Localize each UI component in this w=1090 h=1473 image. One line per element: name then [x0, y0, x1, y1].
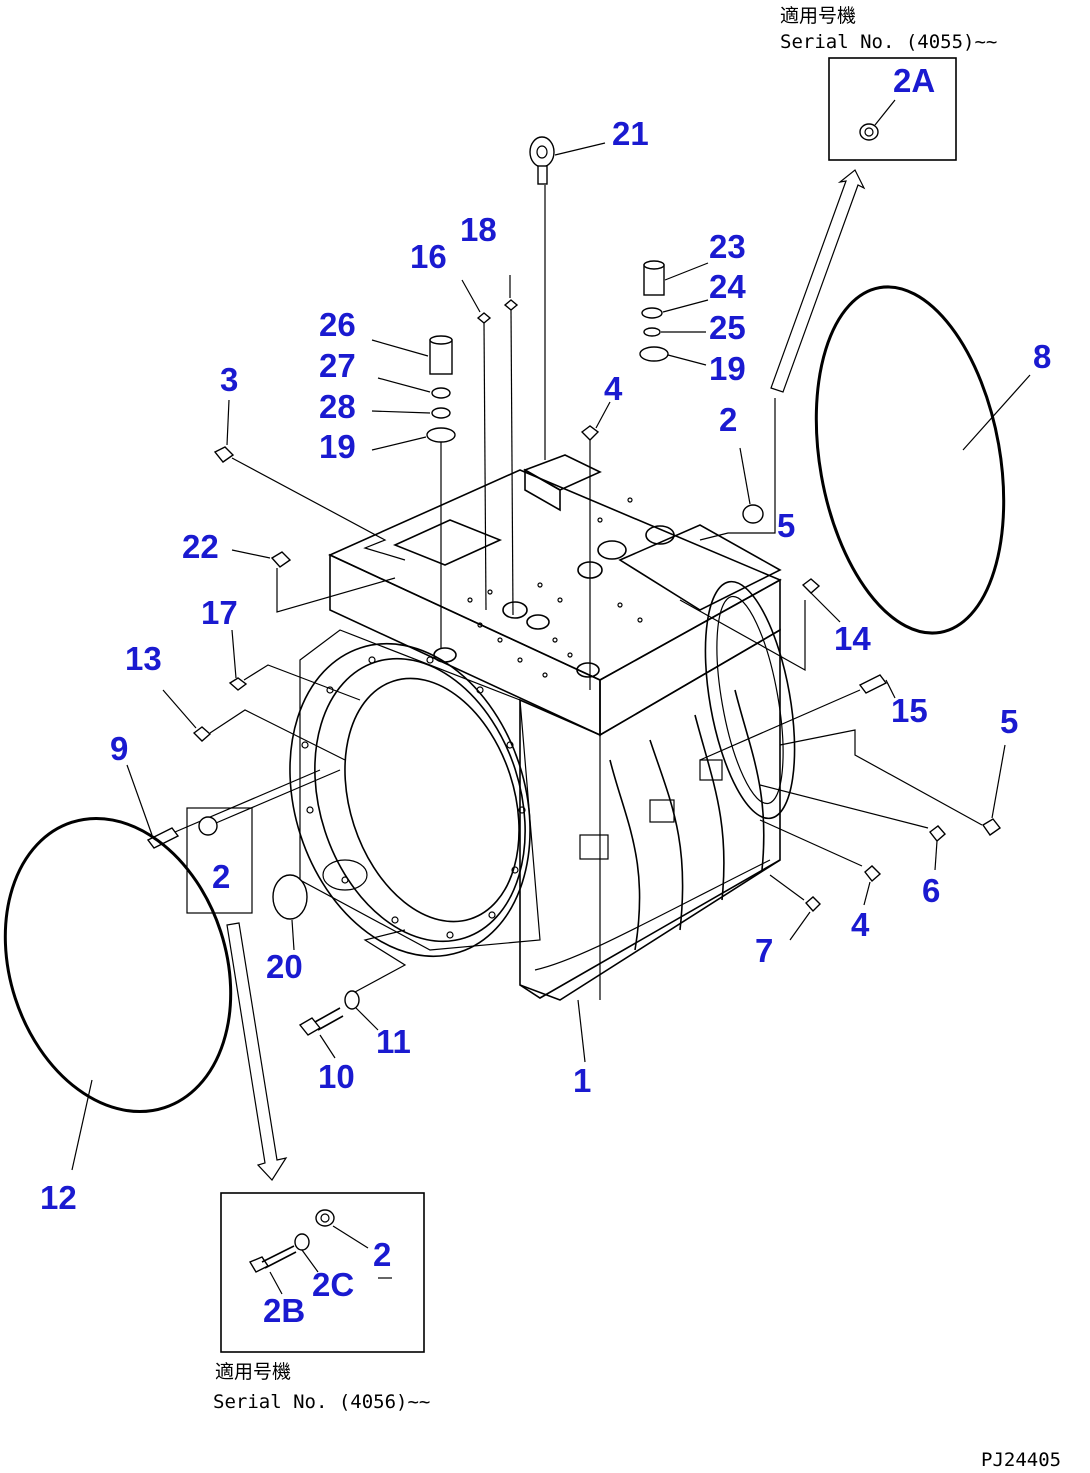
- callout-20: 20: [266, 948, 303, 985]
- callout-1: 1: [573, 1062, 591, 1099]
- oring-25-icon: [643, 327, 661, 337]
- plug-16-icon: [476, 312, 492, 324]
- washer-2C-icon: [294, 1233, 310, 1251]
- callout-25: 25: [709, 309, 746, 346]
- plug-22-icon: [270, 551, 292, 568]
- oring-28-icon: [431, 407, 451, 419]
- callout-26: 26: [319, 306, 356, 343]
- callout-27: 27: [319, 347, 356, 384]
- inset-bottom-serial: Serial No. (4056)~~: [213, 1391, 430, 1413]
- callout-22: 22: [182, 528, 219, 565]
- plug-13-icon: [192, 726, 212, 742]
- plug-4-lower-icon: [864, 865, 882, 883]
- callout-13: 13: [125, 640, 162, 677]
- front-flange-bore: [344, 677, 520, 923]
- callout-11: 11: [376, 1023, 411, 1060]
- callout-5-upper: 5: [777, 507, 795, 544]
- oring-19-left-icon: [426, 427, 456, 443]
- callout-7: 7: [755, 932, 773, 969]
- oring-12-icon: [3, 816, 233, 1114]
- callout-21: 21: [612, 115, 649, 152]
- bolt-10-icon: [298, 1007, 344, 1036]
- pin-9-icon: [146, 827, 180, 849]
- bolt-2B-icon: [248, 1245, 297, 1273]
- callout-17: 17: [201, 594, 238, 631]
- flange-bolt-holes: [301, 656, 526, 939]
- front-flange-outer: [289, 642, 531, 958]
- inset-top: 適用号機 Serial No. (4055)~~ 2A: [780, 5, 997, 161]
- deck-holes: [467, 497, 643, 678]
- callout-14: 14: [834, 620, 871, 657]
- arrow-to-top-inset: [770, 169, 866, 393]
- callout-10: 10: [318, 1058, 355, 1095]
- callout-23: 23: [709, 228, 746, 265]
- callout-2A: 2A: [893, 62, 935, 99]
- inset-top-frame: [828, 57, 957, 161]
- drawing-code: PJ24405: [981, 1449, 1061, 1471]
- washer-11-icon: [344, 990, 360, 1010]
- plug-26-icon: [429, 335, 453, 375]
- callout-5-right: 5: [1000, 703, 1018, 740]
- callout-9: 9: [110, 730, 128, 767]
- oring-24-icon: [641, 307, 663, 319]
- plug-2-left-icon: [186, 807, 253, 914]
- callout-6: 6: [922, 872, 940, 909]
- inset-bottom-title: 適用号機: [215, 1361, 291, 1383]
- callout-16: 16: [410, 238, 447, 275]
- oring-8-icon: [814, 285, 1006, 635]
- callout-2-upper: 2: [719, 401, 737, 438]
- inset-top-serial: Serial No. (4055)~~: [780, 31, 997, 53]
- callout-2C: 2C: [312, 1266, 354, 1303]
- inset-bottom: 適用号機 Serial No. (4056)~~ 2 2C 2B: [213, 1192, 430, 1413]
- nut-2-icon: [315, 1209, 335, 1227]
- callout-8: 8: [1033, 338, 1051, 375]
- callout-4-upper: 4: [604, 370, 623, 407]
- callout-2-left: 2: [212, 858, 230, 895]
- callout-inset-2: 2: [373, 1236, 391, 1273]
- plug-17-icon: [228, 677, 248, 691]
- plug-2-upper-icon: [742, 504, 764, 524]
- plug-4-upper-icon: [580, 425, 600, 441]
- plug-7-icon: [805, 896, 821, 913]
- pin-15-icon: [858, 674, 888, 694]
- callout-3: 3: [220, 361, 238, 398]
- transmission-case-housing: [289, 454, 796, 1001]
- callouts: 21 18 16 23 24 25 19 26 27 28 19 3 4 2 5…: [40, 115, 1051, 1216]
- callout-24: 24: [709, 268, 746, 305]
- plug-18-icon: [503, 299, 519, 311]
- eye-bolt-21-icon: [529, 136, 555, 185]
- plug-23-icon: [643, 260, 665, 296]
- plug-2A-icon: [859, 123, 879, 141]
- cover-20-icon: [272, 874, 308, 920]
- plug-3-icon: [213, 446, 235, 463]
- callout-4-lower: 4: [851, 906, 870, 943]
- oring-27-icon: [431, 387, 451, 399]
- callout-18: 18: [460, 211, 497, 248]
- oring-19-right-icon: [639, 346, 669, 362]
- plug-5-right-icon: [981, 818, 1002, 836]
- inset-top-title: 適用号機: [780, 5, 856, 27]
- inset-bottom-frame: [220, 1192, 425, 1353]
- callout-2B: 2B: [263, 1292, 305, 1329]
- callout-12: 12: [40, 1179, 77, 1216]
- callout-28: 28: [319, 388, 356, 425]
- plug-6-icon: [929, 825, 946, 843]
- callout-15: 15: [891, 692, 928, 729]
- callout-19-right: 19: [709, 350, 746, 387]
- callout-19-left: 19: [319, 428, 356, 465]
- arrow-to-bottom-inset: [226, 922, 288, 1181]
- plug-14-icon: [801, 578, 821, 594]
